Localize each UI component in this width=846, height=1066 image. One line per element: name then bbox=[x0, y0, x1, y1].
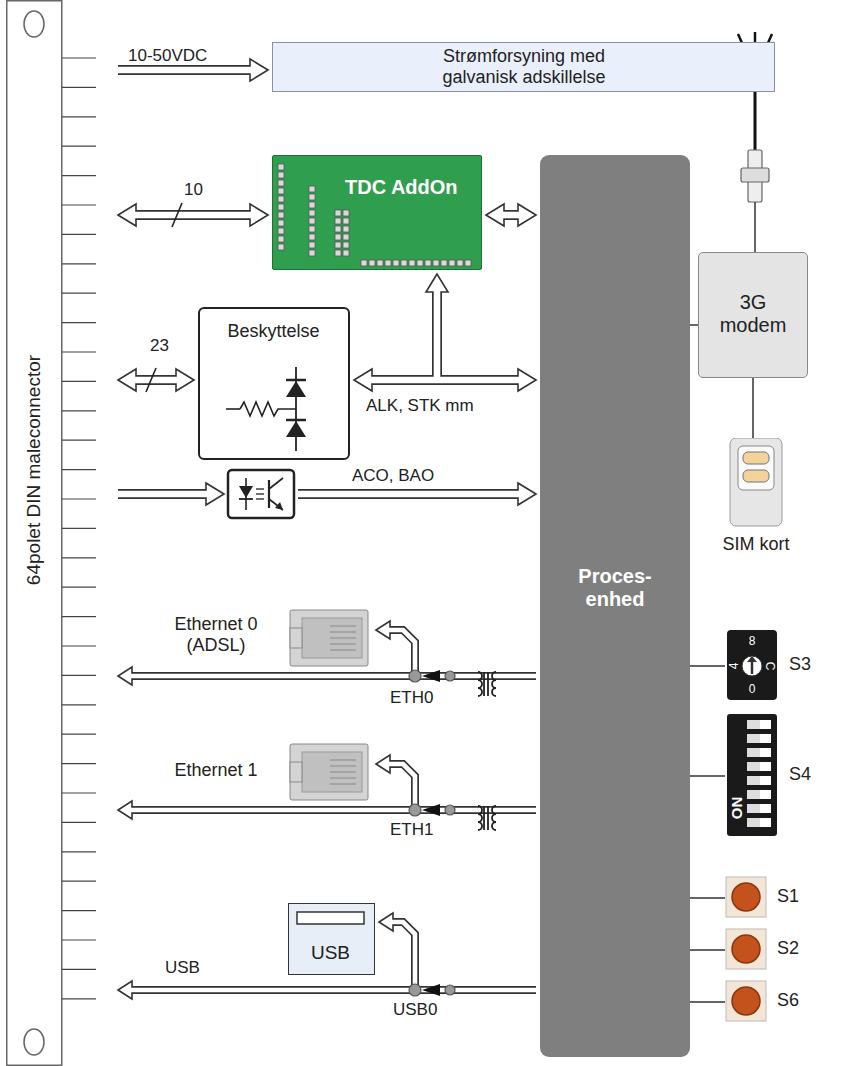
signal-line bbox=[690, 1002, 725, 1003]
bus-arrow-fill bbox=[368, 380, 522, 381]
bus-arrow-fill bbox=[128, 676, 536, 677]
signal-line bbox=[690, 325, 698, 326]
bus-arrow bbox=[426, 274, 448, 380]
bus-arrow-fill bbox=[386, 764, 415, 810]
din-connector: 64polet DIN maleconnector bbox=[6, 0, 100, 1066]
bus-arrow bbox=[118, 369, 194, 391]
push-button-graphic bbox=[725, 876, 820, 920]
bus-arrow-fill bbox=[437, 288, 438, 380]
signal-line bbox=[690, 776, 725, 777]
bus-arrow bbox=[118, 801, 536, 819]
usb-port: USB bbox=[288, 903, 375, 975]
dial-digit: C bbox=[762, 662, 776, 671]
push-button: S1 bbox=[725, 876, 820, 920]
signal-line bbox=[690, 950, 725, 951]
node-text: Proces- enhed bbox=[565, 565, 665, 611]
bus-arrow bbox=[118, 981, 536, 999]
bus-arrow bbox=[354, 369, 536, 391]
usb-port-graphic bbox=[289, 904, 375, 976]
power-supply-box: Strømforsyning med galvanisk adskillelse bbox=[272, 42, 775, 92]
connector-fills bbox=[118, 70, 536, 990]
din-connector-graphic bbox=[6, 0, 100, 1066]
edge-label: 23 bbox=[150, 336, 169, 356]
node-text: Ethernet 0 (ADSL) bbox=[150, 614, 282, 655]
tdc-addon-board: TDC AddOn bbox=[272, 155, 482, 270]
bus-arrow bbox=[118, 667, 536, 685]
push-button-graphic bbox=[725, 928, 820, 972]
bus-arrow bbox=[379, 913, 415, 990]
protection-box: Beskyttelse bbox=[198, 307, 350, 460]
dial-digit: 8 bbox=[749, 635, 756, 649]
push-button-graphic bbox=[725, 980, 820, 1024]
bus-arrow-fill bbox=[132, 215, 254, 216]
node-text: 64polet DIN maleconnector bbox=[23, 355, 45, 585]
bus-arrow bbox=[118, 204, 268, 226]
bus-width-slash bbox=[146, 203, 182, 392]
node-text: USB bbox=[289, 942, 372, 964]
signal-line bbox=[690, 898, 725, 899]
node-text: SIM kort bbox=[706, 534, 806, 555]
bus-arrow bbox=[118, 483, 536, 505]
node-text: Beskyttelse bbox=[200, 321, 347, 342]
dial-digit: 4 bbox=[728, 663, 742, 670]
bus-arrow-fill bbox=[128, 990, 536, 991]
process-unit: Proces- enhed bbox=[540, 155, 690, 1057]
bus-arrow-fill bbox=[389, 922, 415, 990]
ethernet-jack: Ethernet 0 (ADSL) bbox=[150, 606, 372, 670]
bus-arrow-fill bbox=[500, 215, 522, 216]
optocoupler-symbol bbox=[228, 470, 294, 518]
bus-arrow bbox=[376, 621, 415, 676]
bus-arrow-fill bbox=[118, 70, 254, 71]
edge-label: 10 bbox=[184, 180, 203, 200]
bus-arrow-fill bbox=[118, 494, 522, 495]
node-text: S3 bbox=[789, 654, 811, 675]
edge-label: ACO, BAO bbox=[352, 466, 434, 486]
bus-arrow bbox=[486, 204, 536, 226]
bus-arrow-fill bbox=[128, 810, 536, 811]
node-text: 3G modem bbox=[713, 291, 793, 337]
edge-label: USB bbox=[165, 958, 200, 978]
edge-label: ALK, STK mm bbox=[366, 396, 474, 416]
sim-card: SIM kort bbox=[706, 438, 809, 560]
bus-arrow-fill bbox=[132, 380, 180, 381]
signal-name: ETH0 bbox=[390, 688, 433, 708]
node-text: Strømforsyning med galvanisk adskillelse bbox=[409, 46, 639, 88]
push-button: S2 bbox=[725, 928, 820, 972]
push-button: S6 bbox=[725, 980, 820, 1024]
ethernet-jack: Ethernet 1 bbox=[150, 740, 372, 802]
signal-name: ETH1 bbox=[390, 820, 433, 840]
modem-box: 3G modem bbox=[698, 252, 808, 378]
bus-arrow-fill bbox=[386, 630, 415, 676]
dip-switch: S4 bbox=[725, 714, 820, 838]
node-text: S6 bbox=[777, 990, 799, 1011]
edge-label: 10-50VDC bbox=[128, 46, 207, 66]
node-text: TDC AddOn bbox=[345, 176, 458, 199]
switch-marking: ON bbox=[728, 797, 745, 820]
node-text: Ethernet 1 bbox=[150, 760, 282, 781]
node-text: S4 bbox=[789, 764, 811, 785]
signal-line bbox=[753, 378, 754, 438]
signal-line bbox=[690, 666, 725, 667]
tdc-addon-board-graphic bbox=[273, 156, 483, 271]
dial-digit: 0 bbox=[749, 683, 756, 697]
transformer-symbol bbox=[478, 672, 496, 830]
node-text: S2 bbox=[777, 938, 799, 959]
bus-arrow bbox=[376, 755, 415, 810]
node-text: S1 bbox=[777, 886, 799, 907]
signal-name: USB0 bbox=[393, 1000, 437, 1020]
